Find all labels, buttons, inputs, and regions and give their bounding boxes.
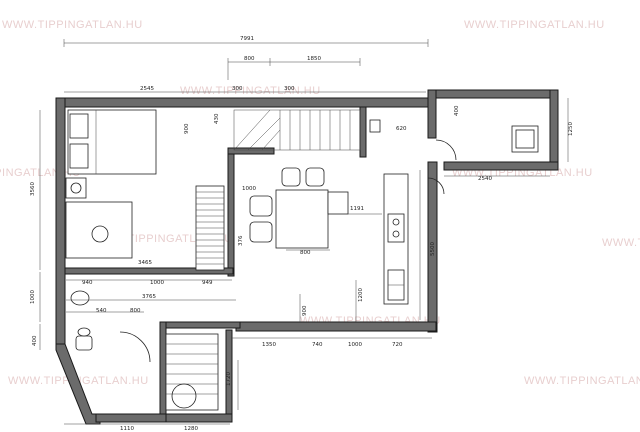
wall-top xyxy=(55,97,429,108)
dim-row-a3: 949 xyxy=(202,280,213,286)
dim-small-a: 376 xyxy=(238,235,244,246)
wall-bottom-stair xyxy=(165,413,233,423)
dim-left-small: 400 xyxy=(32,335,38,346)
dim-corridor: 2540 xyxy=(478,176,492,182)
stove-icon xyxy=(387,213,405,243)
wardrobe xyxy=(195,185,225,271)
dim-right-top: 400 xyxy=(454,105,460,116)
lamp-icon xyxy=(70,182,82,194)
watermark-top-right: WWW.TIPPINGATLAN.HU xyxy=(464,19,605,31)
dim-stair-bottom: 1720 xyxy=(226,372,232,386)
wall-stair-left xyxy=(227,147,235,277)
wall-annex-bottom xyxy=(443,161,559,171)
dim-stair-a: 300 xyxy=(232,86,243,92)
dim-row-b2: 800 xyxy=(130,308,141,314)
dim-door-w: 900 xyxy=(302,305,308,316)
door-swing-icon-2 xyxy=(427,177,445,195)
door-swing-icon-3 xyxy=(119,331,151,363)
door-swing-icon xyxy=(435,139,457,161)
meter-icon xyxy=(369,119,381,133)
wall-left xyxy=(55,97,66,345)
watermark-edge: WWW.TIPPINGATLAN.HU xyxy=(602,237,640,249)
dim-bed-w: 3465 xyxy=(138,260,152,266)
chair-icon-living xyxy=(249,195,273,217)
dim-door-h: 1200 xyxy=(358,288,364,302)
kitchen xyxy=(383,173,409,305)
wall-bottom xyxy=(235,321,437,332)
dim-bottom-3: 1000 xyxy=(348,342,362,348)
dim-stair-c: 900 xyxy=(184,123,190,134)
dim-top-right: 1850 xyxy=(307,56,321,62)
watermark-upper: WWW.TIPPINGATLAN.HU xyxy=(180,85,321,97)
bathroom xyxy=(70,290,219,411)
dim-left-height: 3560 xyxy=(30,182,36,196)
pillow-icon xyxy=(69,113,89,139)
wall-partition xyxy=(64,267,234,275)
wall-bottom-left xyxy=(95,413,167,423)
side-table xyxy=(327,191,349,215)
pillow-icon-2 xyxy=(69,143,89,169)
toilet-icon xyxy=(75,335,93,351)
dim-bottom-2: 740 xyxy=(312,342,323,348)
dim-bath-h: 1000 xyxy=(30,290,36,304)
dim-stair-d: 430 xyxy=(214,113,220,124)
watermark-top-left: WWW.TIPPINGATLAN.HU xyxy=(2,19,143,31)
nightstand xyxy=(65,177,87,199)
armchair-icon-2 xyxy=(305,167,325,187)
dim-bottom-4: 720 xyxy=(392,342,403,348)
wall-annex-left xyxy=(427,89,437,139)
desk xyxy=(65,201,133,259)
wall-stair-bottom xyxy=(227,147,275,155)
dim-room2-w: 1191 xyxy=(350,206,364,212)
wall-bath-right xyxy=(159,321,167,423)
living-furniture xyxy=(249,167,349,249)
wall-annex-right xyxy=(549,89,559,171)
dim-table-w: 800 xyxy=(300,250,311,256)
stairs-lower xyxy=(165,333,219,411)
dim-bath-w: 3765 xyxy=(142,294,156,300)
chair-icon-living-2 xyxy=(249,221,273,243)
dimension-labels: 7991 800 1850 2545 300 300 900 430 620 4… xyxy=(30,36,574,432)
shower-icon xyxy=(171,383,197,409)
staircase-top xyxy=(233,109,361,151)
dim-right-vert: 1250 xyxy=(568,122,574,136)
dimension-lines xyxy=(39,39,569,425)
dim-row-a1: 940 xyxy=(82,280,93,286)
dim-bottom-mid: 1280 xyxy=(184,426,198,432)
annex xyxy=(369,119,539,195)
dim-row-a2: 1000 xyxy=(150,280,164,286)
wall-annex-top xyxy=(427,89,559,99)
dim-stair-b: 300 xyxy=(284,86,295,92)
washbasin-icon xyxy=(70,290,90,306)
wall-bottom-mid xyxy=(159,321,241,329)
bedroom-furniture xyxy=(65,109,157,259)
dim-landing: 620 xyxy=(396,126,407,132)
dim-kitchen-h: 5500 xyxy=(430,242,436,256)
dim-top-left: 800 xyxy=(244,56,255,62)
watermark-bottom-right: WWW.TIPPINGATLAN.HU xyxy=(524,375,640,387)
dim-room1-width: 2545 xyxy=(140,86,154,92)
walls xyxy=(55,89,559,425)
wall-stair-right xyxy=(359,106,367,158)
sofa xyxy=(275,189,329,249)
dim-sofa-w: 1000 xyxy=(242,186,256,192)
dim-row-b1: 540 xyxy=(96,308,107,314)
dim-bottom-left: 1110 xyxy=(120,426,134,432)
wall-right xyxy=(427,161,438,333)
dim-bottom-1: 1350 xyxy=(262,342,276,348)
chair-icon xyxy=(91,225,109,243)
dim-total-width: 7991 xyxy=(240,36,254,42)
armchair-icon xyxy=(281,167,301,187)
